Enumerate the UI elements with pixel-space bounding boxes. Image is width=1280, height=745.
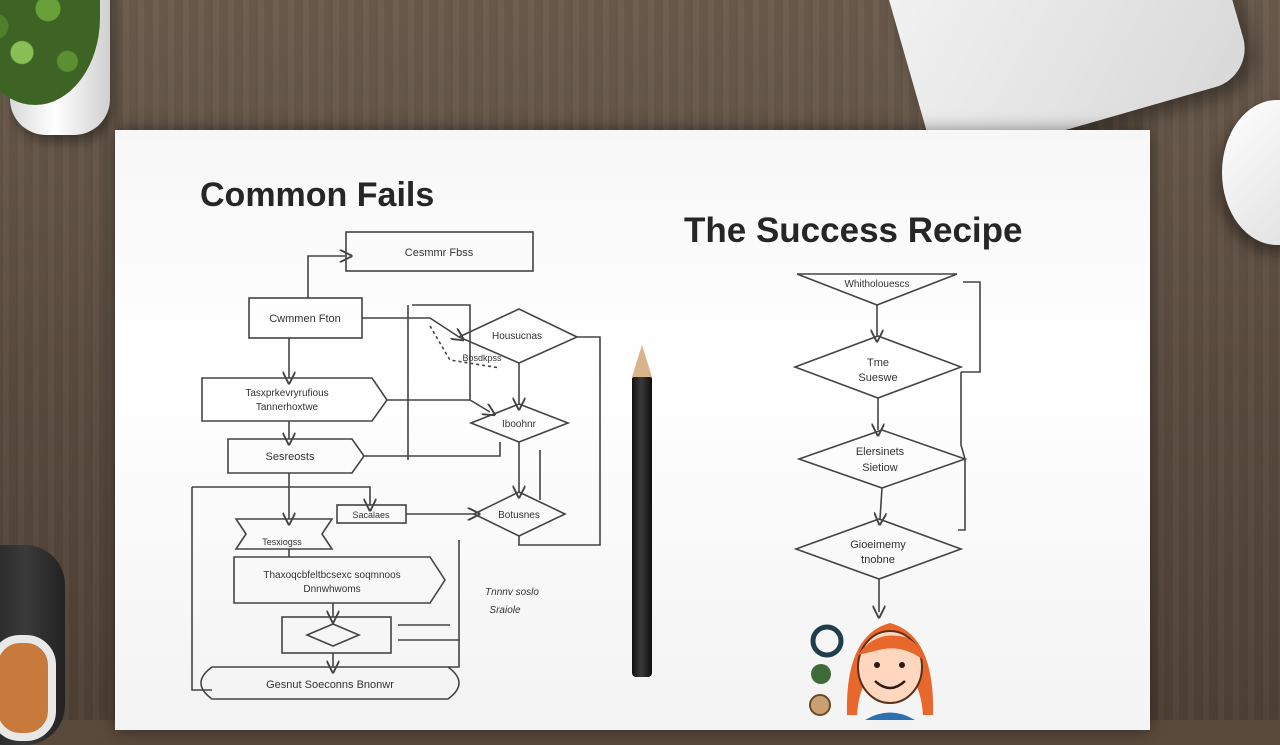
pencil	[630, 345, 654, 680]
right-title: The Success Recipe	[684, 211, 1023, 250]
diamond-1-label-2: Sueswe	[858, 372, 897, 384]
green-dot-icon	[811, 664, 831, 684]
bottom-oval-label: Gesnut Soeconns Bnonwr	[266, 679, 394, 691]
left-eye	[874, 662, 880, 668]
diamond-1-label-1: Tme	[867, 357, 889, 369]
diamond-2-label: Iboohnr	[502, 419, 537, 430]
top-triangle	[796, 273, 958, 306]
stack-diamond-label: Tesxiogss	[262, 537, 302, 547]
pencil-body	[632, 377, 652, 677]
diamond-2-label-2: Sietiow	[862, 462, 898, 474]
long-box	[201, 377, 388, 422]
left-title: Common Fails	[200, 176, 435, 214]
bangs	[858, 635, 922, 659]
ring-icon	[810, 624, 844, 658]
right-flowchart	[792, 273, 981, 612]
flowcharts: Cesmmr Fbss Cwmmen Fton Tasxprkevryrufio…	[191, 231, 981, 700]
status-box-label: Sesreosts	[266, 451, 315, 463]
diamond-3	[793, 518, 964, 580]
wide-box	[233, 556, 446, 604]
smile	[874, 680, 906, 690]
diamond-2	[796, 429, 968, 489]
inner-diamond	[304, 623, 362, 647]
top-triangle-label: Whitholouescs	[844, 279, 909, 290]
shirt	[865, 712, 915, 720]
diamond-2-label-1: Elersinets	[856, 446, 905, 458]
diamond-3-label: Botusnes	[498, 510, 540, 521]
right-eye	[899, 662, 905, 668]
avatar-illustration	[809, 623, 934, 720]
top-box-label: Cesmmr Fbss	[405, 247, 474, 259]
common-box-label: Cwmmen Fton	[269, 313, 341, 325]
small-box-2	[281, 616, 392, 654]
long-box-label-2: Tannerhoxtwe	[256, 402, 319, 413]
status-box	[227, 438, 365, 474]
small-box-label: Sacalaes	[352, 510, 390, 520]
pencil-tip	[632, 345, 652, 377]
diamond-3	[472, 491, 567, 537]
small-avatar-icon	[809, 694, 831, 716]
diamond-1-side-label: Bosdkpss	[462, 353, 502, 363]
long-box-label-1: Tasxprkevryrufious	[245, 388, 328, 399]
diamond-3-label-1: Gioeimemy	[850, 539, 906, 551]
scribble-label-2: Sraiole	[489, 605, 521, 616]
plant-pot	[0, 0, 110, 135]
diamond-1	[792, 335, 964, 399]
wide-box-label-1: Thaxoqcbfeltbcsexc soqmnoos	[263, 570, 400, 581]
right-flowchart-labels: Whitholouescs Tme Sueswe Elersinets Siet…	[844, 279, 909, 566]
diamond-3-label-2: tnobne	[861, 554, 895, 566]
bottom-oval	[200, 666, 460, 700]
diamond-1-label: Housucnas	[492, 331, 542, 342]
diamond-2	[468, 403, 571, 443]
left-flowchart-labels: Cesmmr Fbss Cwmmen Fton Tasxprkevryrufio…	[245, 247, 542, 691]
wide-box-label-2: Dnnwhwoms	[303, 584, 360, 595]
scribble-label-1: Tnnnv soslo	[485, 587, 539, 598]
stack-diamond	[234, 518, 334, 550]
left-flowchart	[191, 231, 601, 700]
